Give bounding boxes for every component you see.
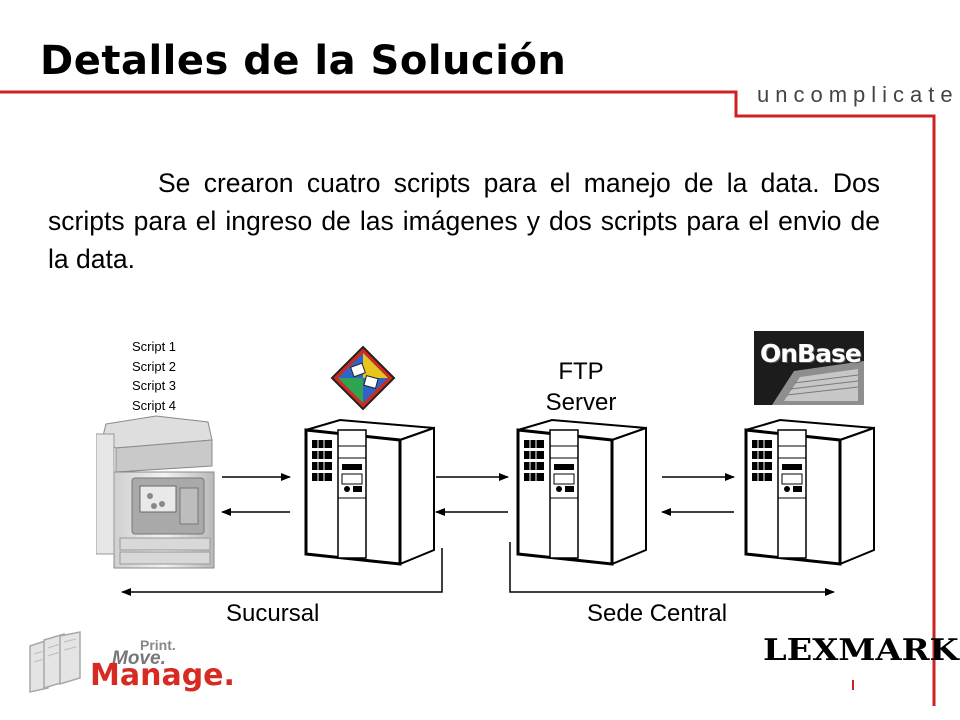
body-paragraph: Se crearon cuatro scripts para el manejo… <box>48 168 880 274</box>
script-item: Script 4 <box>131 397 177 413</box>
onbase-logo: OnBase <box>754 331 864 405</box>
pmm-manage-text: Manage. <box>90 658 235 693</box>
server-sucursal <box>304 418 435 566</box>
lexmark-logo: LEXMARK <box>763 633 959 668</box>
script-list: Script 1 Script 2 Script 3 Script 4 <box>118 337 190 415</box>
slide-title: Detalles de la Solución <box>40 38 567 84</box>
colorful-app-icon <box>330 345 396 411</box>
sucursal-label: Sucursal <box>226 600 320 627</box>
ftp-label-line1: FTP <box>558 358 604 385</box>
server-ftp <box>516 418 647 566</box>
ftp-server-label: FTP Server <box>526 356 636 418</box>
pmm-document-icon <box>29 631 81 693</box>
tagline-text: uncomplicate <box>757 82 959 107</box>
server-onbase <box>744 418 875 566</box>
ftp-label-line2: Server <box>545 389 617 416</box>
script-item: Script 1 <box>131 339 177 354</box>
pmm-print-text: Print. <box>140 637 176 653</box>
onbase-logo-text: OnBase <box>760 339 862 368</box>
pmm-move-text: Move. <box>112 648 166 669</box>
printer-icon <box>96 415 215 569</box>
sede-central-label: Sede Central <box>587 600 728 627</box>
script-item: Script 3 <box>131 378 177 393</box>
script-item: Script 2 <box>131 358 177 374</box>
